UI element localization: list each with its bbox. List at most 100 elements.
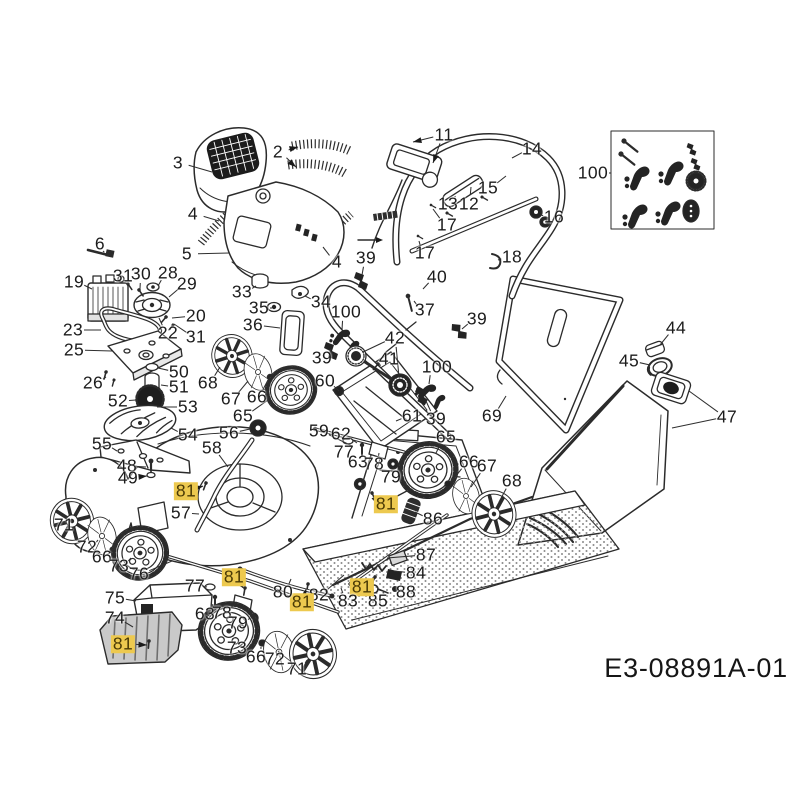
part-label-39: 39	[425, 408, 447, 429]
part-label-66: 66	[458, 451, 480, 472]
leader-line	[350, 437, 358, 444]
leader-line	[327, 574, 345, 590]
leader-line	[496, 175, 507, 184]
hardware-kit-box	[610, 130, 715, 230]
blade-part	[99, 439, 191, 474]
part-label-20: 20	[185, 305, 207, 326]
leader-line	[461, 323, 469, 330]
part-label-87: 87	[415, 544, 437, 565]
upper-handle-part	[396, 137, 562, 296]
leader-line	[188, 164, 213, 173]
part-label-68: 68	[197, 372, 219, 393]
bag-cap-part	[644, 340, 666, 358]
cable-clamp-part	[529, 205, 551, 228]
part-label-78: 78	[363, 453, 385, 474]
leader-line	[422, 282, 430, 290]
leader-line	[218, 454, 229, 468]
part-label-100: 100	[330, 301, 362, 322]
leader-line	[414, 511, 423, 517]
part-label-31: 31	[112, 265, 134, 286]
part-label-81: 81	[221, 566, 247, 587]
part-label-30: 30	[130, 263, 152, 284]
part-label-59: 59	[308, 420, 330, 441]
leader-line	[361, 266, 364, 276]
leader-line	[251, 285, 257, 289]
leader-line	[418, 240, 421, 246]
leader-line	[173, 323, 187, 333]
part-label-71: 71	[286, 658, 308, 679]
leader-line	[102, 376, 107, 380]
leader-line	[102, 250, 105, 253]
leader-line	[239, 428, 251, 432]
leader-line	[362, 341, 386, 353]
part-label-51: 51	[168, 376, 190, 397]
linkage-parts	[237, 495, 534, 599]
part-label-17: 17	[414, 242, 436, 263]
part-label-49: 49	[117, 467, 139, 488]
leader-line	[329, 348, 332, 352]
part-label-61: 61	[401, 405, 423, 426]
part-label-2: 2	[272, 141, 284, 162]
leader-line	[149, 560, 173, 572]
leader-line	[251, 399, 269, 412]
part-label-37: 37	[414, 299, 436, 320]
leader-line	[341, 320, 344, 331]
switch-cap-parts	[251, 273, 309, 357]
leader-line	[333, 385, 340, 392]
leader-line	[168, 288, 179, 298]
bag-frame-part	[497, 279, 620, 430]
leader-line	[451, 468, 463, 482]
leader-line	[511, 152, 523, 159]
part-label-77: 77	[333, 441, 355, 462]
leader-line	[191, 512, 200, 515]
part-label-78: 78	[211, 602, 233, 623]
part-label-65: 65	[435, 426, 457, 447]
part-label-28: 28	[157, 262, 179, 283]
part-label-41: 41	[378, 348, 400, 369]
part-label-84: 84	[405, 562, 427, 583]
part-label-13: 13	[437, 193, 459, 214]
wheel-bottom-group	[192, 595, 341, 683]
motor-part	[87, 274, 129, 322]
part-label-100: 100	[577, 162, 609, 183]
leader-line	[111, 447, 118, 452]
part-label-16: 16	[543, 206, 565, 227]
part-label-39: 39	[466, 308, 488, 329]
wheel-lower-right-group	[391, 435, 523, 544]
leader-line	[425, 400, 432, 412]
leader-line	[247, 617, 251, 620]
part-label-62: 62	[330, 423, 352, 444]
part-label-67: 67	[476, 455, 498, 476]
wheel-mid-right-group	[204, 327, 325, 423]
part-label-68: 68	[501, 470, 523, 491]
leader-line	[214, 366, 221, 377]
part-label-29: 29	[176, 273, 198, 294]
part-label-25: 25	[63, 339, 85, 360]
part-label-22: 22	[157, 322, 179, 343]
leader-line	[84, 284, 93, 290]
part-label-4: 4	[331, 251, 343, 272]
part-label-58: 58	[201, 437, 223, 458]
part-label-14: 14	[521, 138, 543, 159]
part-label-57: 57	[170, 502, 192, 523]
leader-line	[110, 550, 113, 553]
part-label-73: 73	[226, 637, 248, 658]
leader-line	[432, 208, 441, 219]
fan-part	[103, 404, 177, 442]
leader-line	[203, 215, 220, 222]
part-label-54: 54	[177, 424, 199, 445]
leader-line	[263, 325, 281, 329]
pulley-parts	[124, 280, 176, 332]
part-label-52: 52	[107, 390, 129, 411]
bag-plate-part	[650, 371, 692, 405]
leader-line	[288, 578, 292, 585]
leader-line	[84, 349, 113, 352]
leader-line	[371, 497, 375, 501]
part-label-80: 80	[272, 581, 294, 602]
leader-line	[328, 434, 353, 447]
leader-line	[125, 598, 137, 602]
part-label-18: 18	[501, 246, 523, 267]
part-label-19: 19	[63, 271, 85, 292]
handle-hardware-parts	[323, 210, 469, 410]
